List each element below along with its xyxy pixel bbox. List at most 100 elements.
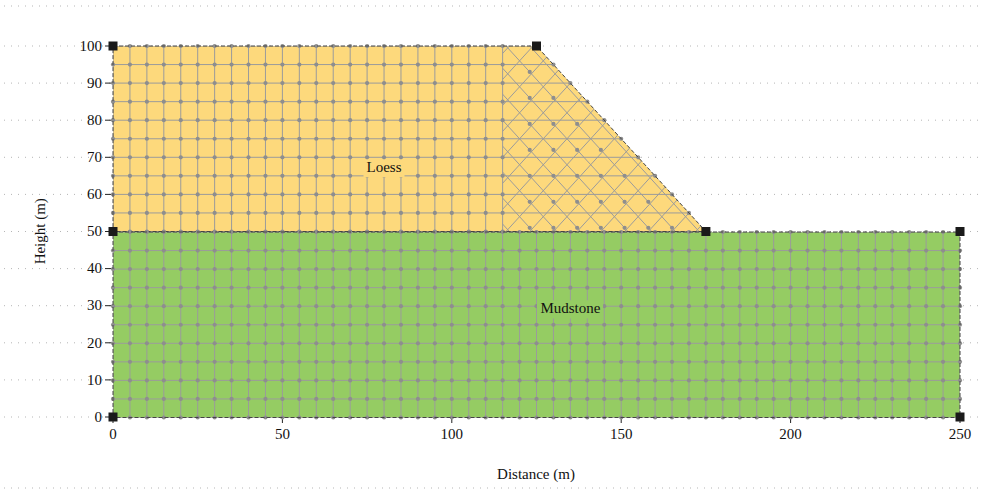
mesh-node	[365, 192, 369, 196]
mesh-node	[297, 322, 301, 326]
mesh-node	[721, 341, 725, 345]
mesh-node	[805, 248, 809, 252]
mesh-node	[246, 248, 250, 252]
mesh-node	[145, 396, 149, 400]
mesh-node	[128, 378, 132, 382]
mesh-node	[263, 174, 267, 178]
mesh-node	[602, 396, 606, 400]
mesh-node	[128, 359, 132, 363]
mesh-node	[128, 192, 132, 196]
mesh-node	[145, 248, 149, 252]
mesh-node	[179, 118, 183, 122]
mesh-node	[213, 396, 217, 400]
mesh-node	[416, 285, 420, 289]
mesh-node	[246, 359, 250, 363]
mesh-node	[687, 304, 691, 308]
mesh-node	[907, 341, 911, 345]
mesh-node	[179, 192, 183, 196]
mesh-node	[822, 285, 826, 289]
mesh-node	[575, 226, 579, 230]
mesh-node	[890, 359, 894, 363]
mesh-node	[517, 322, 521, 326]
mesh-node	[484, 396, 488, 400]
mesh-node	[551, 226, 555, 230]
mesh-node	[501, 100, 505, 104]
mesh-node	[501, 155, 505, 159]
mesh-node	[450, 118, 454, 122]
mesh-line	[672, 46, 841, 232]
mesh-line	[719, 46, 888, 232]
mesh-node	[314, 100, 318, 104]
dotted-gridline	[4, 342, 983, 343]
mesh-node	[297, 341, 301, 345]
mesh-node	[501, 118, 505, 122]
mesh-node	[382, 359, 386, 363]
mesh-line	[113, 64, 706, 65]
mesh-node	[822, 396, 826, 400]
mesh-node	[433, 211, 437, 215]
mesh-node	[348, 378, 352, 382]
mesh-node	[721, 267, 725, 271]
mesh-node	[246, 267, 250, 271]
vertex-marker	[532, 42, 541, 51]
mesh-node	[246, 192, 250, 196]
mesh-node	[196, 62, 200, 66]
mesh-node	[128, 211, 132, 215]
mesh-node	[450, 192, 454, 196]
mesh-node	[365, 378, 369, 382]
mesh-node	[755, 396, 759, 400]
mesh-node	[568, 396, 572, 400]
dotted-gridline	[4, 157, 983, 158]
y-tick-label: 60	[87, 186, 102, 203]
mesh-node	[755, 304, 759, 308]
mesh-node	[297, 359, 301, 363]
mesh-node	[263, 192, 267, 196]
mesh-node	[789, 359, 793, 363]
mesh-node	[382, 118, 386, 122]
mesh-node	[416, 137, 420, 141]
mesh-node	[568, 322, 572, 326]
mesh-node	[263, 137, 267, 141]
mesh-node	[619, 396, 623, 400]
mesh-node	[873, 322, 877, 326]
mesh-node	[805, 267, 809, 271]
mesh-node	[501, 137, 505, 141]
mesh-node	[467, 285, 471, 289]
mesh-node	[399, 81, 403, 85]
mesh-node	[924, 248, 928, 252]
mesh-node	[602, 341, 606, 345]
mesh-node	[128, 267, 132, 271]
mesh-node	[517, 285, 521, 289]
mesh-node	[484, 285, 488, 289]
mesh-node	[196, 192, 200, 196]
mesh-node	[331, 248, 335, 252]
mesh-node	[755, 248, 759, 252]
mesh-node	[365, 81, 369, 85]
mesh-node	[416, 341, 420, 345]
mesh-node	[331, 267, 335, 271]
mesh-node	[653, 341, 657, 345]
mesh-node	[755, 285, 759, 289]
mesh-node	[636, 285, 640, 289]
mesh-node	[805, 322, 809, 326]
mesh-node	[382, 155, 386, 159]
mesh-node	[145, 267, 149, 271]
mesh-node	[280, 81, 284, 85]
mesh-node	[297, 211, 301, 215]
mesh-node	[331, 322, 335, 326]
region-outline	[113, 46, 706, 232]
mesh-node	[399, 192, 403, 196]
mesh-node	[551, 96, 555, 100]
x-tick-label: 0	[109, 426, 117, 443]
mesh-node	[484, 248, 488, 252]
mesh-node	[636, 378, 640, 382]
mesh-node	[399, 341, 403, 345]
mesh-node	[213, 304, 217, 308]
mesh-node	[145, 62, 149, 66]
mesh-node	[873, 396, 877, 400]
mesh-node	[382, 341, 386, 345]
mesh-node	[636, 341, 640, 345]
mesh-node	[179, 62, 183, 66]
mesh-node	[568, 248, 572, 252]
mesh-node	[839, 304, 843, 308]
